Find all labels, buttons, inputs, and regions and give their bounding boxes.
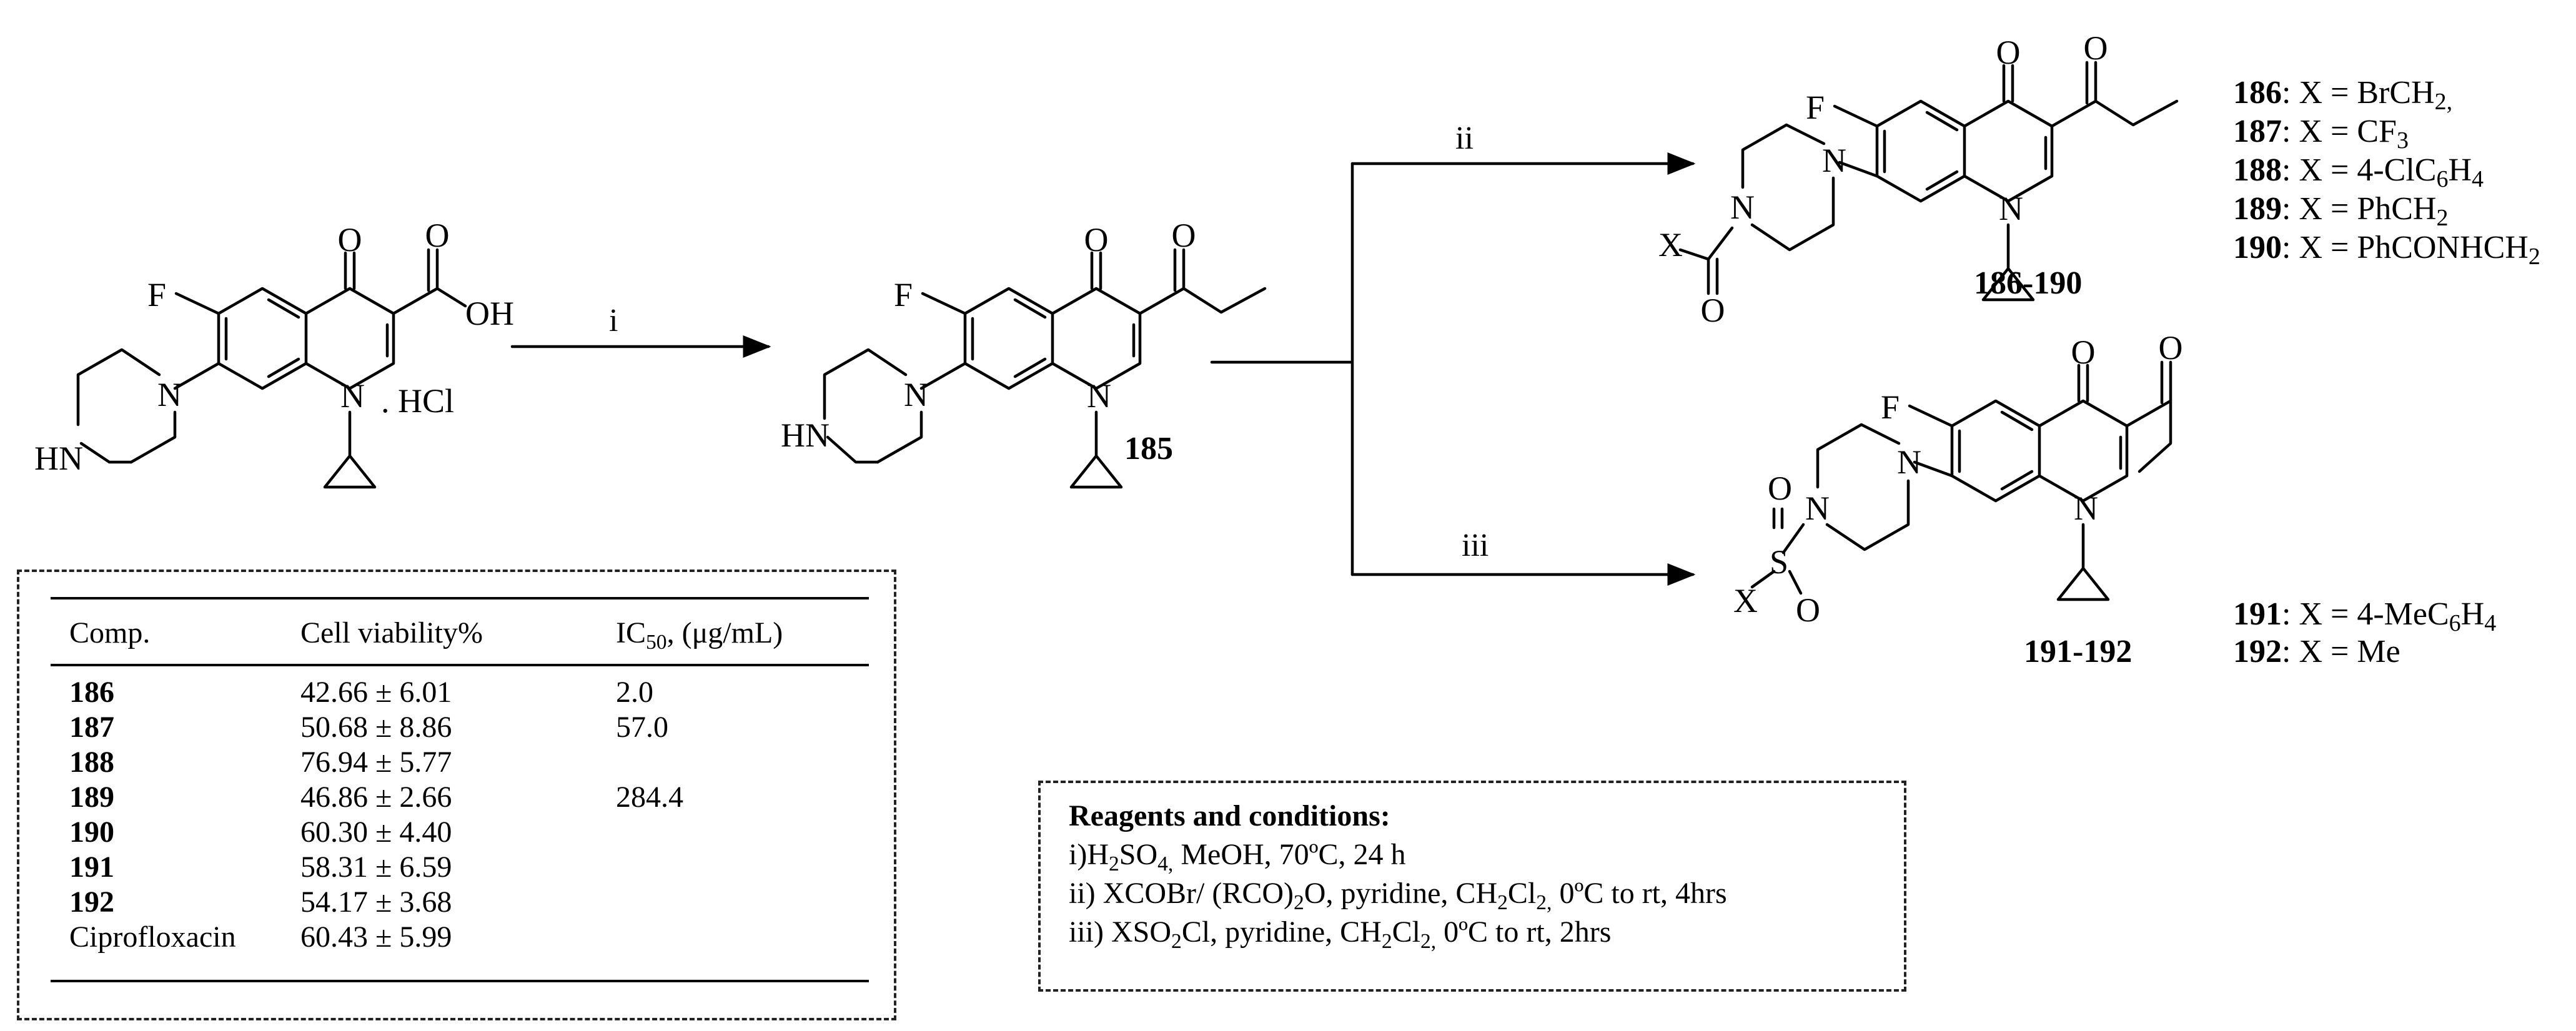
structure-191-192: O O F N N N S O X O	[1733, 329, 2183, 629]
atom-n: N	[340, 377, 365, 415]
reagent-line-i: i)H2SO4, MeOH, 70ºC, 24 h	[1069, 838, 1406, 876]
atom-nh: HN	[34, 440, 83, 477]
reaction-label-iii: iii	[1462, 528, 1489, 563]
atom-n: N	[1087, 377, 1111, 415]
cell-viability: 42.66 ± 6.01	[300, 676, 452, 709]
substituent-192: 192: X = Me	[2233, 634, 2400, 669]
atom-oh: OH	[465, 295, 514, 332]
cell-viability: 60.30 ± 4.40	[300, 816, 452, 849]
substituent-189: 189: X = PhCH2	[2233, 191, 2448, 231]
cell-comp: 191	[69, 851, 114, 884]
cell-viability: 46.86 ± 2.66	[300, 781, 452, 814]
cell-comp: 187	[69, 711, 114, 744]
cell-viability: 76.94 ± 5.77	[300, 746, 452, 779]
atom-o: O	[1701, 292, 1725, 329]
cell-comp: 188	[69, 746, 114, 779]
atom-n: N	[157, 376, 182, 413]
atom-o: O	[425, 217, 450, 254]
table-row: 188 76.94 ± 5.77	[51, 745, 869, 780]
branch-line	[1210, 162, 1354, 576]
cell-ic50	[616, 815, 869, 850]
atom-n: N	[1897, 443, 1921, 481]
atom-o: O	[1172, 217, 1196, 254]
reaction-label-ii: ii	[1455, 121, 1474, 156]
reagents-title: Reagents and conditions:	[1069, 799, 1390, 832]
cell-viability: 60.43 ± 5.99	[300, 920, 616, 982]
reagents-box: Reagents and conditions: i)H2SO4, MeOH, …	[1038, 781, 1906, 992]
atom-x: X	[1733, 582, 1758, 619]
substituent-190: 190: X = PhCONHCH2	[2233, 230, 2540, 270]
atom-o: O	[2084, 29, 2108, 67]
reagent-line-iii: iii) XSO2Cl, pyridine, CH2Cl2, 0ºC to rt…	[1069, 915, 1612, 954]
cell-ic50: 2.0	[616, 676, 653, 709]
header-ic50: IC50, (μg/mL)	[616, 597, 869, 666]
reaction-label-i: i	[609, 303, 618, 338]
header-comp: Comp.	[51, 597, 300, 666]
atom-o: O	[2159, 329, 2183, 367]
cell-comp: 189	[69, 781, 114, 814]
table-row: 192 54.17 ± 3.68	[51, 885, 869, 920]
reagents-list: Reagents and conditions: i)H2SO4, MeOH, …	[1069, 797, 1727, 952]
atom-n: N	[1730, 189, 1755, 226]
substituent-191: 191: X = 4-MeC6H4	[2233, 596, 2496, 636]
cell-ic50	[616, 920, 869, 982]
cell-comp: 192	[69, 885, 114, 919]
structure-186-190: O O F N N N X O	[1658, 29, 2179, 329]
atom-x: X	[1658, 226, 1683, 264]
atom-n: N	[1805, 490, 1830, 527]
structure-ciprofloxacin-hcl: O O OH F N N HN . HCl	[34, 217, 514, 489]
table-row: 191 58.31 ± 6.59	[51, 850, 869, 885]
substituent-186: 186: X = BrCH2,	[2233, 75, 2452, 115]
cytotoxicity-table: Comp. Cell viability% IC50, (μg/mL) 186 4…	[51, 597, 869, 982]
atom-o: O	[1796, 591, 1820, 629]
atom-o: O	[1768, 470, 1792, 507]
cell-viability: 58.31 ± 6.59	[300, 851, 452, 884]
atom-o: O	[338, 221, 362, 259]
table-header-row: Comp. Cell viability% IC50, (μg/mL)	[51, 597, 869, 666]
atom-o: O	[2071, 333, 2096, 371]
cell-ic50: 57.0	[616, 711, 668, 744]
cell-ic50: 284.4	[616, 781, 683, 814]
cell-viability: 50.68 ± 8.86	[300, 711, 452, 744]
atom-o: O	[1084, 221, 1109, 259]
structure-185: O O F N N HN	[781, 217, 1267, 489]
cell-viability: 54.17 ± 3.68	[300, 885, 452, 919]
atom-n: N	[1999, 190, 2023, 227]
table-row: 186 42.66 ± 6.01 2.0	[51, 665, 869, 710]
compound-label-186-190: 186-190	[1974, 265, 2082, 301]
substituent-187: 187: X = CF3	[2233, 114, 2409, 154]
atom-nh: HN	[781, 417, 830, 454]
atom-n: N	[904, 376, 928, 413]
atom-o: O	[1996, 34, 2021, 71]
table-row: 189 46.86 ± 2.66 284.4	[51, 780, 869, 815]
atom-f: F	[1881, 388, 1900, 426]
table-row: 190 60.30 ± 4.40	[51, 815, 869, 850]
atom-s: S	[1770, 543, 1788, 581]
salt-label: . HCl	[381, 382, 454, 420]
atom-n: N	[1822, 142, 1846, 179]
cell-comp: Ciprofloxacin	[51, 920, 300, 982]
atom-n: N	[2074, 490, 2098, 527]
cell-comp: 190	[69, 816, 114, 849]
cell-comp: 186	[69, 676, 114, 709]
cell-ic50	[616, 850, 869, 885]
cell-ic50	[616, 885, 869, 920]
atom-f: F	[1806, 89, 1825, 126]
header-cell-viability: Cell viability%	[300, 597, 616, 666]
substituent-188: 188: X = 4-ClC6H4	[2233, 152, 2484, 192]
atom-f: F	[894, 276, 913, 313]
table-row: 187 50.68 ± 8.86 57.0	[51, 710, 869, 745]
compound-label-191-192: 191-192	[2024, 634, 2132, 669]
cell-ic50	[616, 745, 869, 780]
cytotoxicity-table-box: Comp. Cell viability% IC50, (μg/mL) 186 4…	[17, 570, 896, 1020]
atom-f: F	[147, 276, 166, 313]
compound-label-185: 185	[1124, 431, 1173, 466]
reagent-line-ii: ii) XCOBr/ (RCO)2O, pyridine, CH2Cl2, 0º…	[1069, 877, 1727, 915]
